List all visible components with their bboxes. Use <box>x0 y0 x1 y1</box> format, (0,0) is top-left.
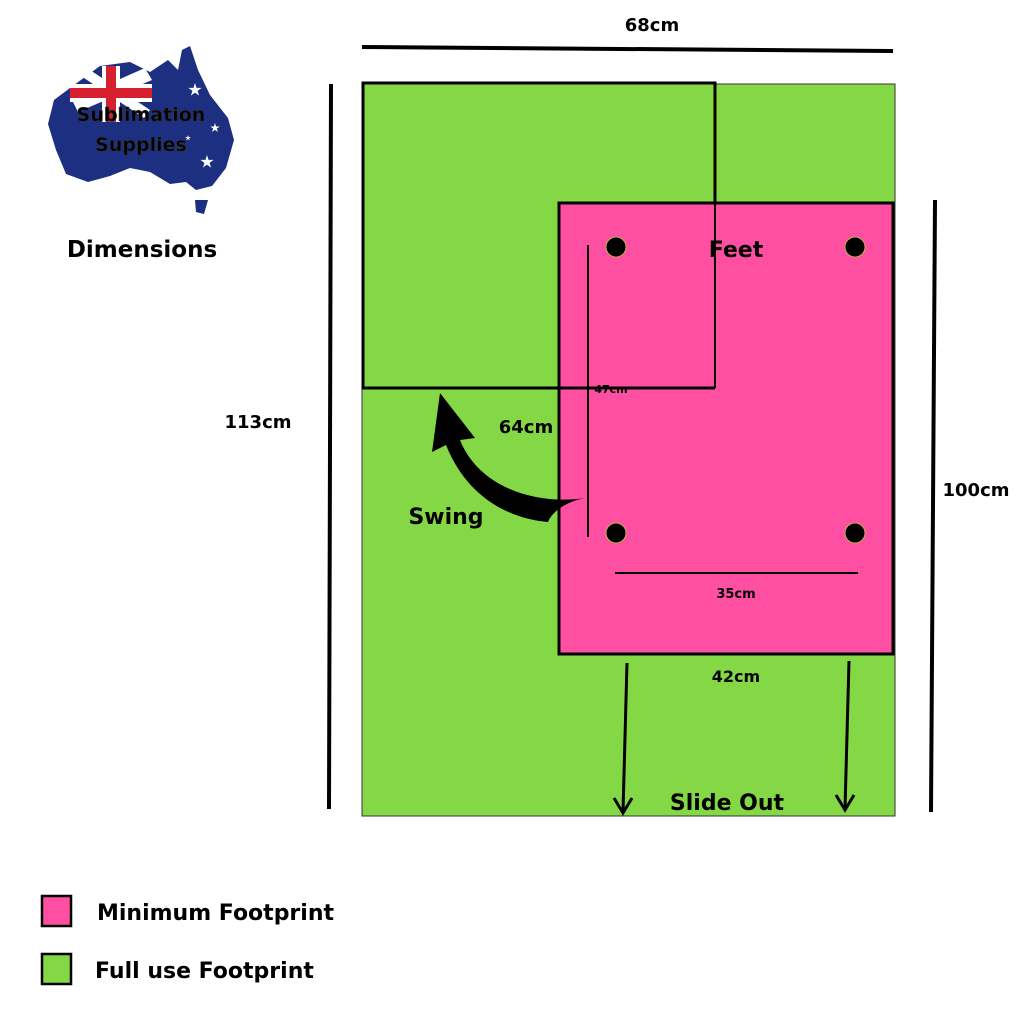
feet-depth-label: 47cm <box>594 383 627 396</box>
feet-markers <box>605 236 866 544</box>
feet-width-label: 35cm <box>716 587 755 602</box>
minimum-footprint-area <box>557 201 895 656</box>
min-depth-line <box>929 199 937 813</box>
swing-depth-label: 64cm <box>499 417 553 438</box>
width-dimension-line <box>361 45 894 53</box>
union-jack <box>70 66 152 122</box>
tasmania-shape <box>195 200 208 214</box>
legend-label-full-use: Full use Footprint <box>95 959 314 984</box>
swing-arrow-icon <box>432 393 585 522</box>
legend-swatch-full-use <box>40 952 73 986</box>
dimensions-heading: Dimensions <box>67 237 217 263</box>
logo-line-1: Sublimation <box>77 104 206 126</box>
foot-icon <box>844 522 866 544</box>
feet-label: Feet <box>709 238 764 263</box>
foot-icon <box>605 522 627 544</box>
slide-out-arrow-icon <box>834 660 856 813</box>
legend-swatch-minimum <box>40 894 73 928</box>
sublimation-supplies-logo: Sublimation Supplies <box>48 46 234 214</box>
overall-depth-label: 113cm <box>225 412 292 433</box>
logo-line-2: Supplies <box>95 134 187 156</box>
overall-width-label: 68cm <box>625 15 679 36</box>
min-depth-label: 100cm <box>943 480 1010 501</box>
slide-out-label: Slide Out <box>670 791 785 816</box>
overall-depth-line <box>327 83 333 810</box>
foot-icon <box>844 236 866 258</box>
slide-out-arrow-icon <box>612 662 634 816</box>
swing-label: Swing <box>408 505 483 530</box>
legend: Minimum Footprint Full use Footprint <box>40 894 334 986</box>
foot-icon <box>605 236 627 258</box>
min-width-label: 42cm <box>712 667 760 686</box>
legend-label-minimum: Minimum Footprint <box>97 901 334 926</box>
